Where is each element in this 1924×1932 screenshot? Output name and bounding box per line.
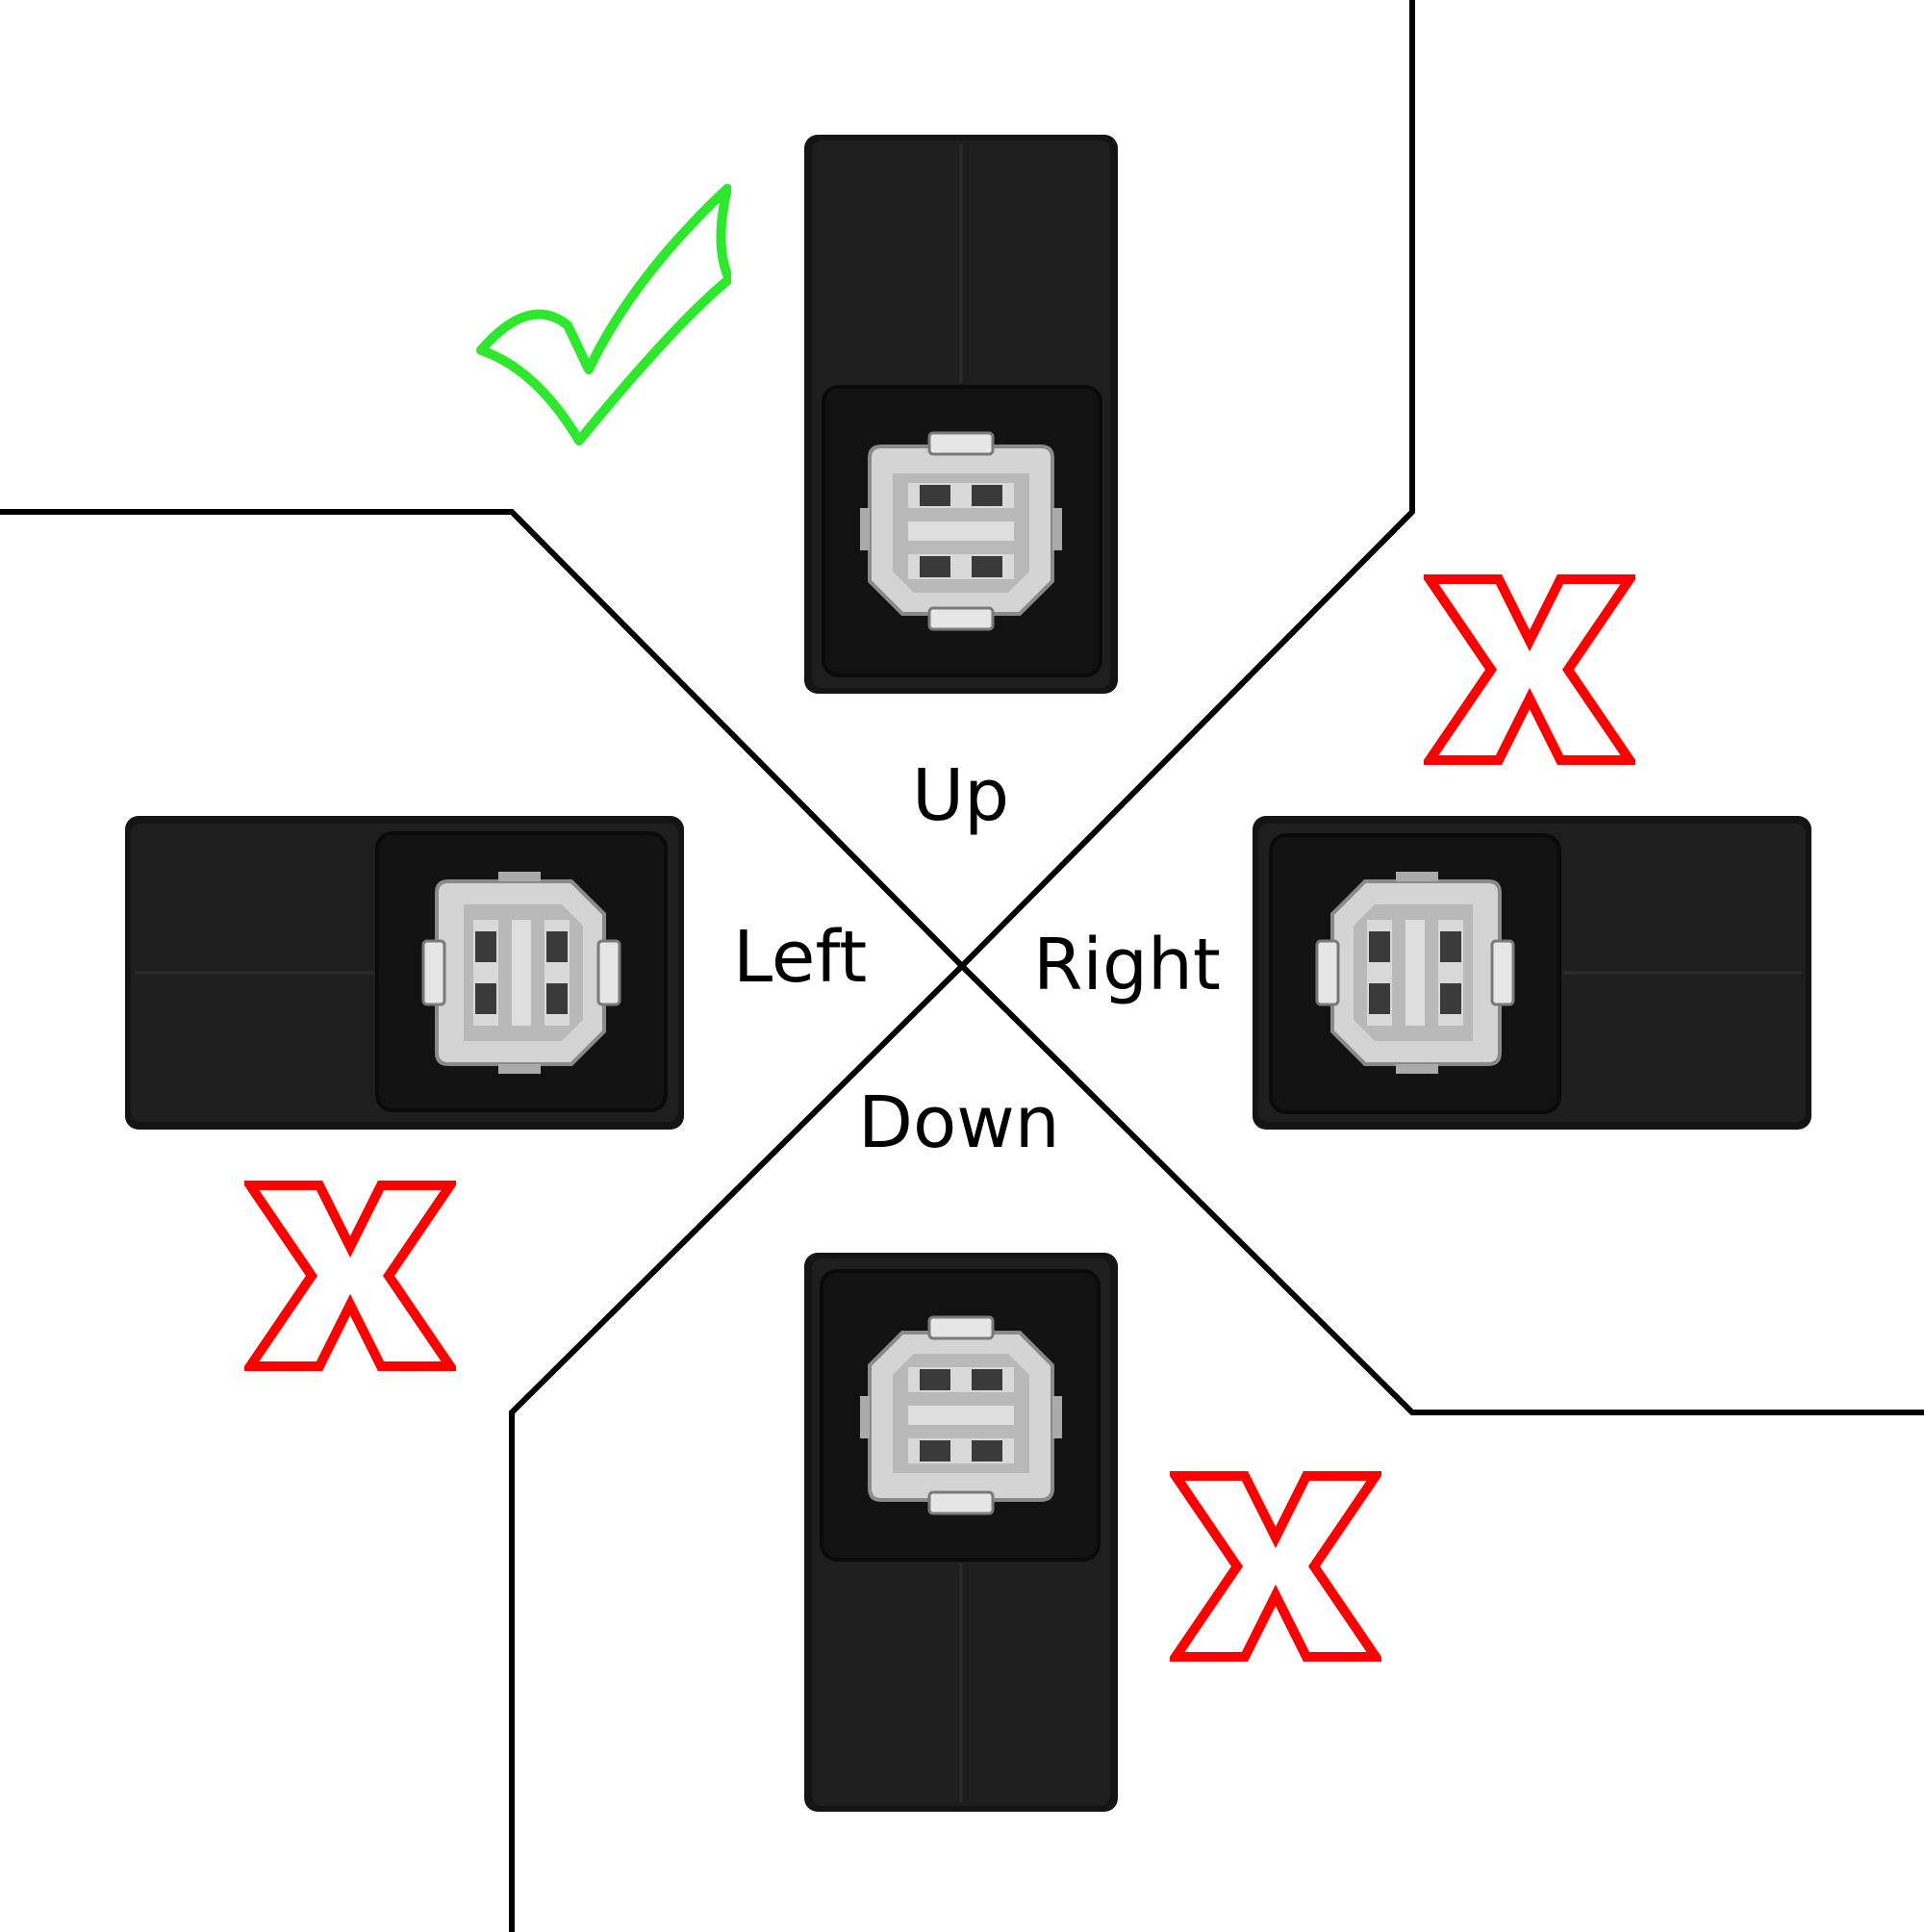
label-up: Up: [912, 754, 1010, 837]
check-mark-icon: [462, 181, 734, 454]
cross-mark-icon: [240, 1180, 460, 1376]
usb-b-adapter-left: [123, 814, 686, 1131]
usb-b-adapter-up: [802, 133, 1120, 696]
usb-b-adapter-down: [802, 1251, 1120, 1814]
usb-b-adapter-right: [1251, 814, 1813, 1131]
cross-mark-icon: [1166, 1470, 1385, 1666]
label-left: Left: [733, 916, 868, 999]
cross-mark-icon: [1420, 573, 1639, 770]
label-right: Right: [1033, 924, 1221, 1006]
divider-line-top-right: [509, 0, 1415, 1932]
label-down: Down: [858, 1081, 1060, 1164]
